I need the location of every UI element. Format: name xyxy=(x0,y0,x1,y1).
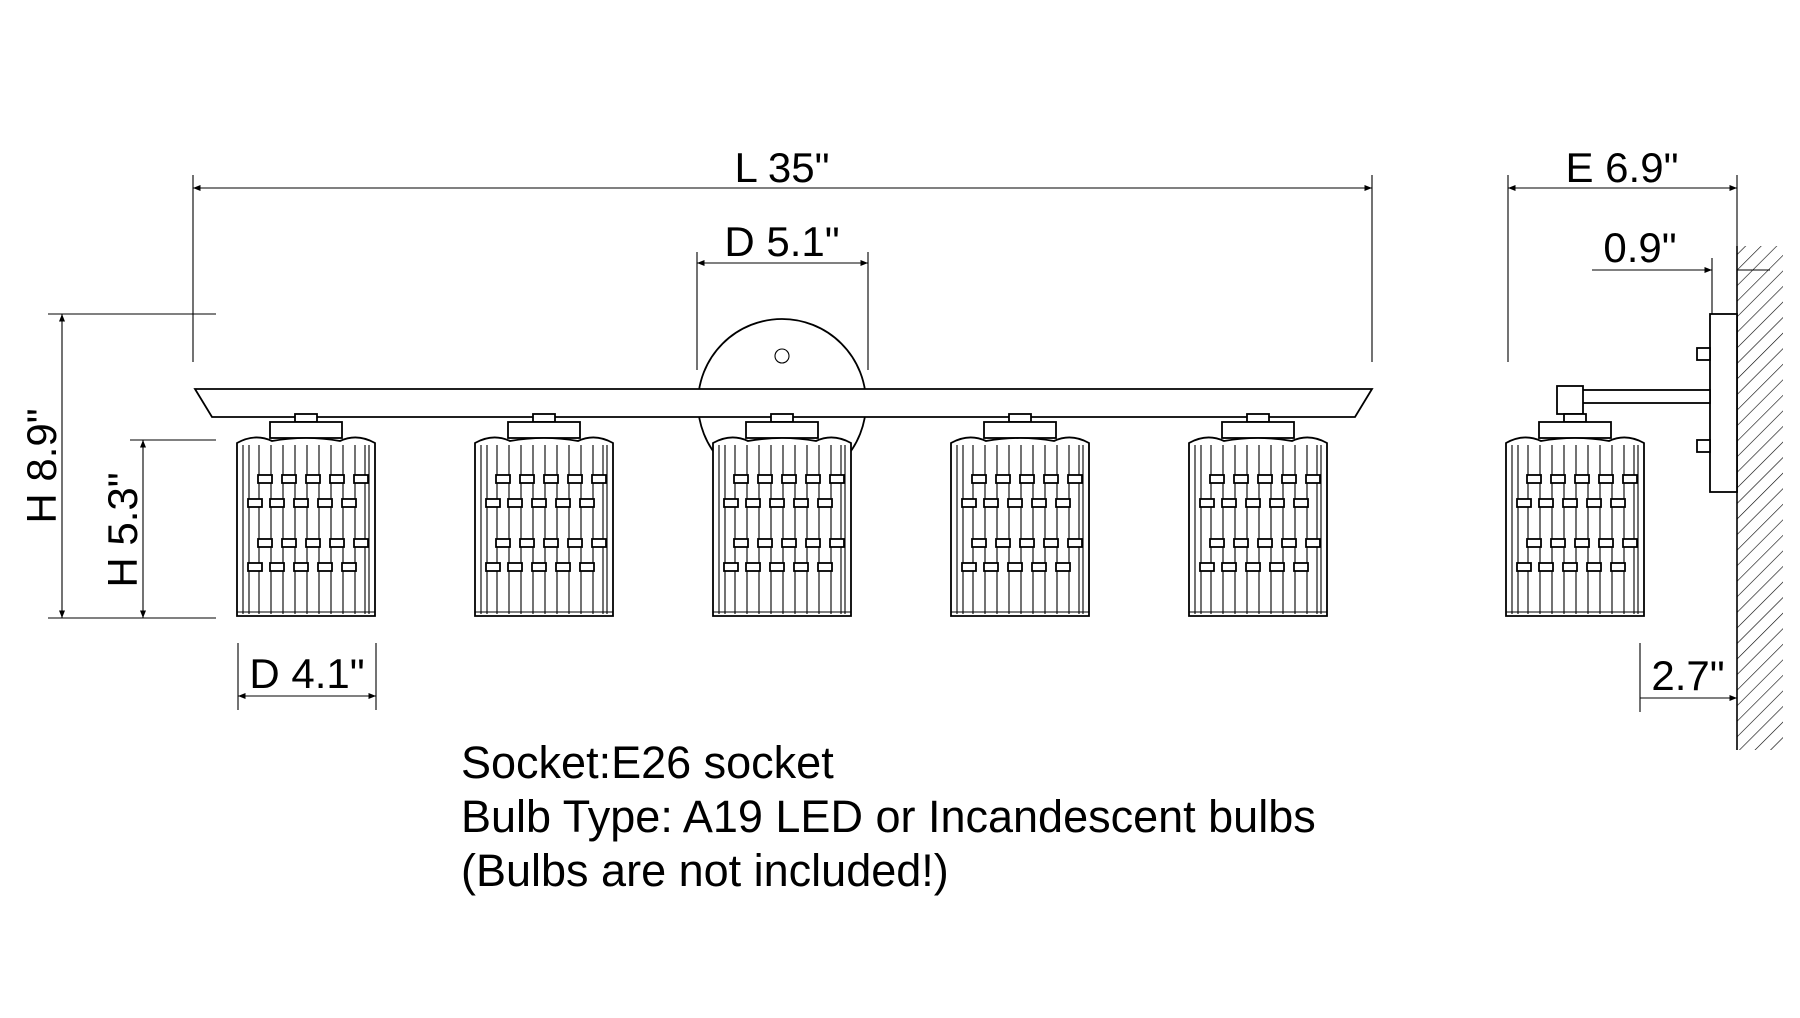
side-view: E 6.9" 0.9" 2.7" xyxy=(1505,144,1783,750)
shade-offset-label: 2.7" xyxy=(1651,652,1724,699)
plate-depth-label: 0.9" xyxy=(1603,224,1676,271)
front-shades xyxy=(236,413,1328,617)
overall-height-dimension: H 8.9" xyxy=(18,313,216,619)
shade-diameter-label: D 4.1" xyxy=(249,650,364,697)
front-view: L 35" D 5.1" H 8.9" H 5.3" xyxy=(18,144,1374,710)
length-label: L 35" xyxy=(734,144,829,191)
spec-notes: Socket:E26 socket Bulb Type: A19 LED or … xyxy=(461,737,1316,896)
overall-height-label: H 8.9" xyxy=(18,408,65,523)
shade-4 xyxy=(950,413,1090,617)
extension-dimension: E 6.9" xyxy=(1507,144,1738,362)
backplate-diameter-label: D 5.1" xyxy=(724,218,839,265)
backplate-diameter-dimension: D 5.1" xyxy=(696,218,869,370)
shade-2 xyxy=(474,413,614,617)
bulbs-not-included-note: (Bulbs are not included!) xyxy=(461,845,949,896)
bulb-type-note: Bulb Type: A19 LED or Incandescent bulbs xyxy=(461,791,1316,842)
shade-height-dimension: H 5.3" xyxy=(99,439,216,618)
side-shade xyxy=(1505,413,1645,617)
shade-height-label: H 5.3" xyxy=(99,472,146,587)
length-dimension: L 35" xyxy=(192,144,1373,362)
shade-5 xyxy=(1188,413,1328,617)
socket-note: Socket:E26 socket xyxy=(461,737,834,788)
plate-depth-dimension: 0.9" xyxy=(1592,224,1770,318)
shade-3 xyxy=(712,413,852,617)
arm-knuckle xyxy=(1556,385,1584,415)
wall xyxy=(1737,246,1783,750)
wall-plate xyxy=(1709,313,1738,493)
extension-label: E 6.9" xyxy=(1566,144,1679,191)
shade-offset-dimension: 2.7" xyxy=(1639,643,1737,712)
shade-1 xyxy=(236,413,376,617)
fixture-bar xyxy=(193,388,1374,418)
fixture-arm xyxy=(1577,389,1711,404)
shade-diameter-dimension: D 4.1" xyxy=(237,643,377,710)
side-shade-body xyxy=(1505,413,1645,617)
